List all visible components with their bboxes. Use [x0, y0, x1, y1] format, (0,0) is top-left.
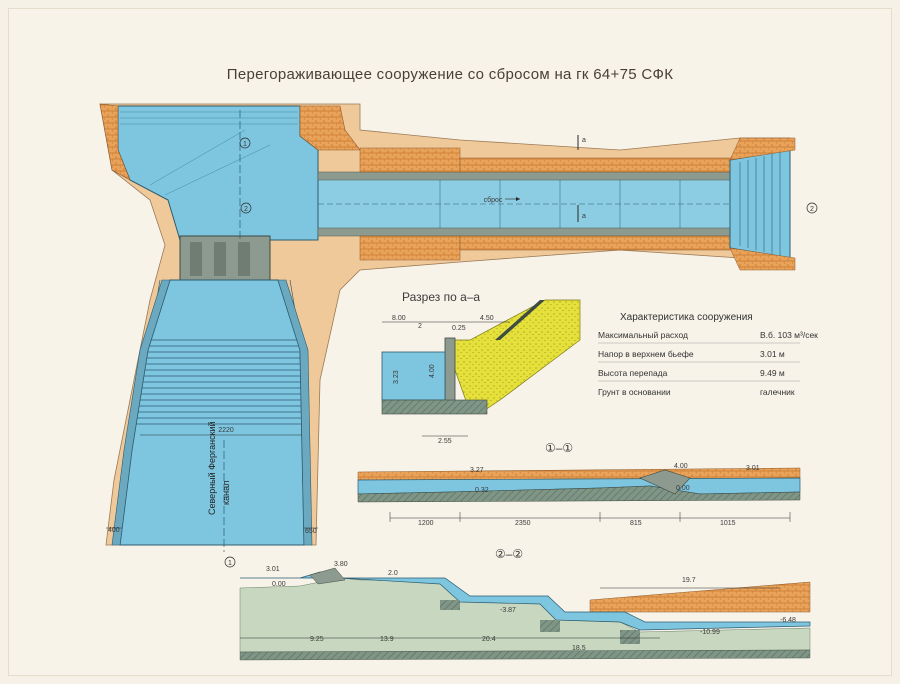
s11-dim-1: 1200 — [418, 520, 434, 527]
s22-dim-1: 9.25 — [310, 636, 324, 643]
section-aa: Разрез по а–а 8.00 2 0.25 4.50 3.23 4.00… — [381, 290, 581, 445]
svg-text:1: 1 — [243, 141, 247, 148]
plan-dim-400: 400 — [108, 527, 120, 534]
svg-text:а: а — [582, 137, 586, 144]
plan-dim-2220: 2220 — [218, 427, 234, 434]
s11-dim-3: 815 — [630, 520, 642, 527]
char-row-3-label: Высота перепада — [598, 368, 668, 378]
s22-elev-000: 0.00 — [272, 581, 286, 588]
s22-dim-3: 20.4 — [482, 636, 496, 643]
s22-elev-20: 2.0 — [388, 570, 398, 577]
char-row-2-label: Напор в верхнем бьефе — [598, 349, 694, 359]
s22-elev-1099: -10.99 — [700, 629, 720, 636]
char-row-2-value: 3.01 м — [760, 349, 785, 359]
s22-elev-301: 3.01 — [266, 566, 280, 573]
char-row-4-value: галечник — [760, 387, 795, 397]
svg-text:1: 1 — [228, 560, 232, 567]
s11-elev-301: 3.01 — [746, 465, 760, 472]
s11-dim-2: 2350 — [515, 520, 531, 527]
svg-text:2: 2 — [810, 206, 814, 213]
char-row-1-value: В.б. 103 м³/сек — [760, 330, 818, 340]
s22-elev-197: 19.7 — [682, 577, 696, 584]
spillway-label: сброс — [484, 196, 503, 204]
char-row-4-label: Грунт в основании — [598, 387, 671, 397]
aa-dim-400: 4.00 — [429, 364, 436, 378]
canal-label: Северный Ферганский — [207, 421, 217, 515]
svg-text:а: а — [582, 213, 586, 220]
section-11-title: ①–① — [545, 441, 573, 455]
svg-text:2: 2 — [244, 206, 248, 213]
s11-elev-327: 3.27 — [470, 467, 484, 474]
char-row-1-label: Максимальный расход — [598, 330, 688, 340]
s11-elev-000: 0.00 — [676, 485, 690, 492]
s22-dim-2: 13.9 — [380, 636, 394, 643]
section-11: ①–① 3.27 0.32 4.00 0.00 3.01 1200 2350 8… — [357, 441, 801, 527]
s22-elev-648: -6.48 — [780, 617, 796, 624]
section-marker-2: 2 — [240, 202, 252, 214]
section-aa-title: Разрез по а–а — [402, 290, 480, 304]
s11-elev-400: 4.00 — [674, 463, 688, 470]
char-title: Характеристика сооружения — [620, 312, 753, 323]
section-marker-1: 1 — [239, 137, 251, 149]
section-marker-a: а а — [577, 135, 586, 222]
aa-dim-800: 8.00 — [392, 315, 406, 322]
drawing-title: Перегораживающее сооружение со сбросом н… — [226, 66, 674, 83]
section-marker-1b: 1 — [224, 556, 236, 568]
aa-dim-2: 2 — [418, 323, 422, 330]
canal-label-2: канал — [221, 481, 231, 505]
char-row-3-value: 9.49 м — [760, 368, 785, 378]
section-marker-2b: 2 — [806, 202, 818, 214]
s11-dim-4: 1015 — [720, 520, 736, 527]
outlet-basin — [729, 149, 791, 259]
s22-elev-387: -3.87 — [500, 607, 516, 614]
characteristics-table: Характеристика сооружения Максимальный р… — [598, 312, 818, 397]
s22-dim-4: 18.5 — [572, 645, 586, 652]
aa-dim-255: 2.55 — [438, 438, 452, 445]
aa-dim-323: 3.23 — [393, 370, 400, 384]
upstream-basin — [117, 105, 319, 241]
aa-dim-450: 4.50 — [480, 315, 494, 322]
plan-view: 2220 400 650 Северный Ферганский канал с… — [99, 103, 818, 568]
section-22-title: ②–② — [495, 547, 523, 561]
s11-elev-032: 0.32 — [475, 487, 489, 494]
s22-elev-380: 3.80 — [334, 561, 348, 568]
aa-dim-025: 0.25 — [452, 325, 466, 332]
section-22: ②–② 3.01 0.00 3.80 2.0 -3.87 19.7 -10.99… — [239, 547, 811, 661]
plan-dim-650: 650 — [305, 528, 317, 535]
